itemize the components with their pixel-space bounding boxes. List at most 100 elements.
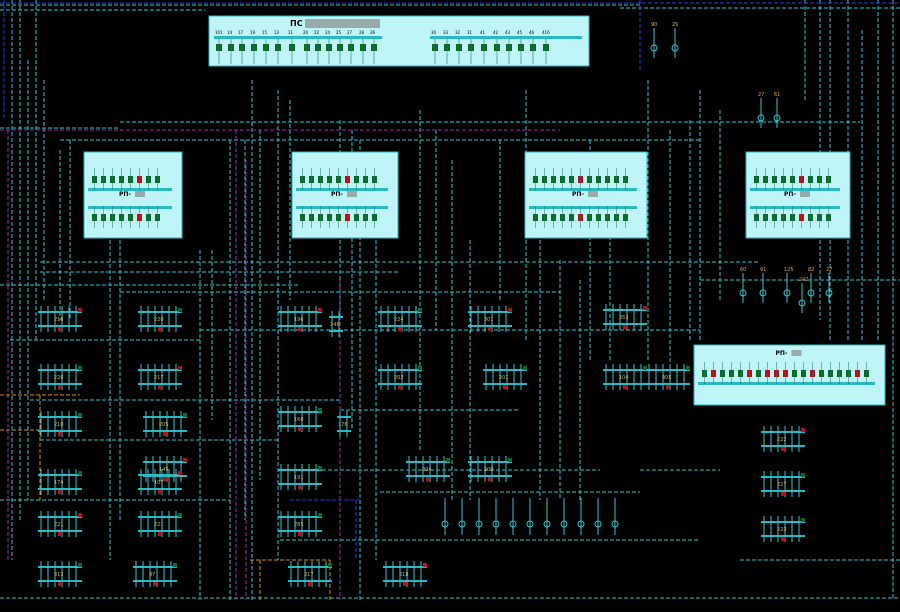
tp-label: 218	[54, 317, 64, 323]
tp-label: 285	[294, 522, 304, 528]
rp-panel[interactable]: РП-	[745, 151, 851, 239]
rp-label: РП-	[572, 191, 584, 198]
rp-label: РП-	[331, 191, 343, 198]
rp-label: РП-	[776, 350, 788, 357]
tp-node[interactable]: 196	[278, 306, 322, 332]
tp-node[interactable]: 217	[138, 364, 182, 390]
bay-label: 416	[542, 30, 550, 35]
tp-node[interactable]: 201	[483, 364, 527, 390]
tp-label: 196	[294, 317, 304, 323]
bay-label: 22	[314, 30, 320, 35]
tp-label: 318	[399, 572, 409, 578]
tp-node[interactable]: 205	[143, 411, 187, 437]
rp-panel[interactable]: РП-	[291, 151, 399, 239]
small-label: 27	[826, 267, 832, 273]
bay-label: 26	[370, 30, 376, 35]
bay-label: 19	[250, 30, 256, 35]
tp-node[interactable]: 145	[143, 456, 187, 482]
bay-label: 28	[359, 30, 365, 35]
tp-node[interactable]: 210	[38, 411, 82, 437]
tp-node[interactable]: 218	[38, 306, 82, 332]
tp-node[interactable]: 317	[288, 561, 332, 587]
tp-label: 227	[777, 482, 787, 488]
rp-panel[interactable]: РП-	[83, 151, 183, 239]
tp-node[interactable]: 204	[406, 456, 450, 482]
tp-label: 346	[330, 322, 340, 328]
tp-node[interactable]: 107	[138, 469, 182, 495]
bay-label: 101	[215, 30, 223, 35]
tp-node[interactable]: 301	[468, 306, 512, 332]
tp-node[interactable]: 191	[278, 464, 322, 490]
tp-label: 205	[159, 422, 169, 428]
tp-label: 200	[484, 467, 494, 473]
main-substation-title: ПС	[290, 19, 303, 28]
tp-label: 224	[394, 317, 404, 323]
bay-label: 45	[517, 30, 523, 35]
tp-label: 210	[54, 422, 64, 428]
small-label: 90	[651, 22, 657, 28]
bay-label: 33	[443, 30, 449, 35]
tp-label: 222	[777, 437, 787, 443]
tp-label: 201	[499, 375, 509, 381]
bay-label: 32	[455, 30, 461, 35]
bay-label: 25	[336, 30, 342, 35]
rp-panel[interactable]: РП-	[524, 151, 648, 239]
tp-label: 313	[54, 572, 64, 578]
tp-node[interactable]: 226	[38, 364, 82, 390]
tp-label: 104	[619, 375, 629, 381]
bay-label: 27	[347, 30, 353, 35]
small-label: 242	[799, 277, 809, 283]
tp-label: 317	[304, 572, 314, 578]
tp-label: 107	[154, 480, 164, 486]
bay-label: 15	[262, 30, 268, 35]
tp-label: 263	[619, 315, 629, 321]
tp-label: 221	[154, 522, 164, 528]
rp-label: РП-	[784, 191, 796, 198]
rp-panel[interactable]: РП-	[693, 344, 886, 406]
rp-label: РП-	[119, 191, 131, 198]
bay-label: 13	[274, 30, 280, 35]
tp-node[interactable]: 346	[329, 311, 343, 337]
tp-node[interactable]: 176	[337, 411, 351, 437]
tp-node[interactable]: 200	[468, 456, 512, 482]
tp-node[interactable]: 97	[133, 561, 177, 587]
bay-label: 14	[227, 30, 233, 35]
tp-label: 301	[484, 317, 494, 323]
tp-node[interactable]: 224	[378, 306, 422, 332]
small-label: 91	[760, 267, 766, 273]
tp-node[interactable]: 221	[138, 511, 182, 537]
tp-node[interactable]: 313	[38, 561, 82, 587]
tp-label: 174	[54, 480, 64, 486]
tp-node[interactable]: 202	[378, 364, 422, 390]
tp-label: 204	[422, 467, 432, 473]
tp-label: 145	[159, 467, 169, 473]
tp-node[interactable]: 160	[278, 406, 322, 432]
small-label: 27	[758, 92, 764, 98]
bay-label: 41	[480, 30, 486, 35]
tp-label: 191	[294, 475, 304, 481]
tp-node[interactable]: 174	[38, 469, 82, 495]
main-bus-right	[430, 36, 582, 39]
bay-label: 30	[431, 30, 437, 35]
tp-node[interactable]: 285	[278, 511, 322, 537]
blurred-name	[305, 19, 380, 28]
tp-label: 226	[54, 375, 64, 381]
tp-node[interactable]: 104	[603, 364, 647, 390]
main-bus-left	[214, 36, 382, 39]
tp-node[interactable]: 221	[38, 511, 82, 537]
tp-node[interactable]: 405	[646, 364, 690, 390]
tp-node[interactable]: 223	[761, 516, 805, 542]
tp-node[interactable]: 222	[761, 426, 805, 452]
tp-node[interactable]: 220	[138, 306, 182, 332]
tp-label: 202	[394, 375, 404, 381]
tp-node[interactable]: 227	[761, 471, 805, 497]
small-label: 60	[740, 267, 746, 273]
tp-label: 217	[154, 375, 164, 381]
tp-node[interactable]: 263	[603, 304, 647, 330]
tp-node[interactable]: 318	[383, 561, 427, 587]
tp-label: 223	[777, 527, 787, 533]
